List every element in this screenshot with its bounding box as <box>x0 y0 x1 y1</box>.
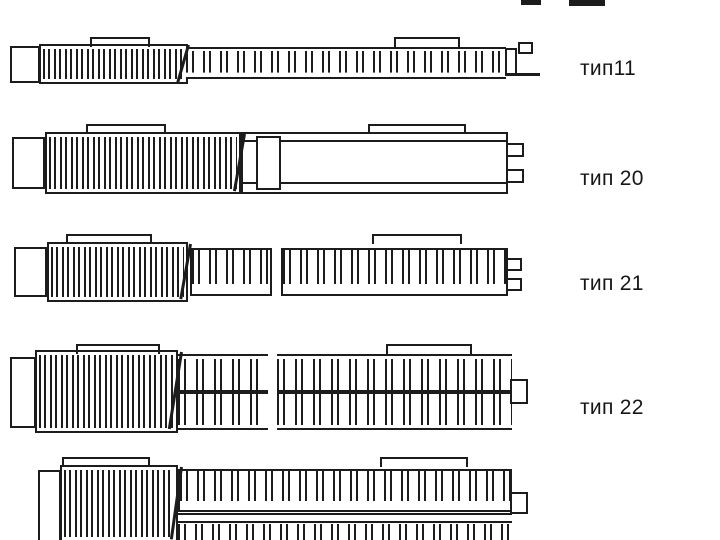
connection-stub <box>506 169 524 183</box>
end-cap <box>10 357 36 428</box>
cropped-top-mark <box>569 0 605 6</box>
convector-fins <box>178 524 512 540</box>
convector-fins <box>277 354 512 430</box>
bottom-edge-line <box>505 73 540 76</box>
mounting-bracket <box>76 344 160 354</box>
connection-stub <box>506 143 524 157</box>
mounting-bracket <box>394 37 460 47</box>
connection-stub <box>505 48 517 75</box>
horizontal-rail <box>178 513 512 523</box>
end-cap <box>12 137 45 189</box>
end-cap <box>10 46 40 83</box>
cropped-top-mark <box>521 0 541 5</box>
mounting-bracket <box>86 124 166 134</box>
connection-stub <box>510 379 528 404</box>
connection-stub <box>518 42 533 54</box>
connection-stub <box>506 258 522 271</box>
mounting-bracket <box>372 234 462 244</box>
convector-fins <box>178 354 268 430</box>
mounting-bracket <box>368 124 466 134</box>
panel-shell <box>241 132 508 194</box>
type-label: тип 21 <box>580 272 644 295</box>
connection-stub <box>510 492 528 514</box>
convector-fins <box>178 469 512 512</box>
corrugated-panel <box>60 465 178 540</box>
corrugated-panel <box>39 44 188 84</box>
corrugated-panel <box>45 132 241 194</box>
convector-fins <box>186 47 506 79</box>
type-label: тип 20 <box>580 167 644 190</box>
mounting-bracket <box>386 344 472 354</box>
connection-stub <box>506 278 522 291</box>
corrugated-panel <box>47 242 188 302</box>
type-label: тип11 <box>580 57 637 80</box>
end-cap <box>14 247 47 297</box>
type-label: тип 22 <box>580 396 644 419</box>
mounting-bracket <box>380 457 468 467</box>
mounting-bracket <box>90 37 150 47</box>
end-cap <box>38 470 61 540</box>
corrugated-panel <box>35 350 178 433</box>
mounting-bracket <box>66 234 152 244</box>
mounting-bracket <box>62 457 150 467</box>
spacer-block <box>256 136 281 190</box>
convector-fins <box>281 248 508 296</box>
convector-fins <box>190 248 272 296</box>
